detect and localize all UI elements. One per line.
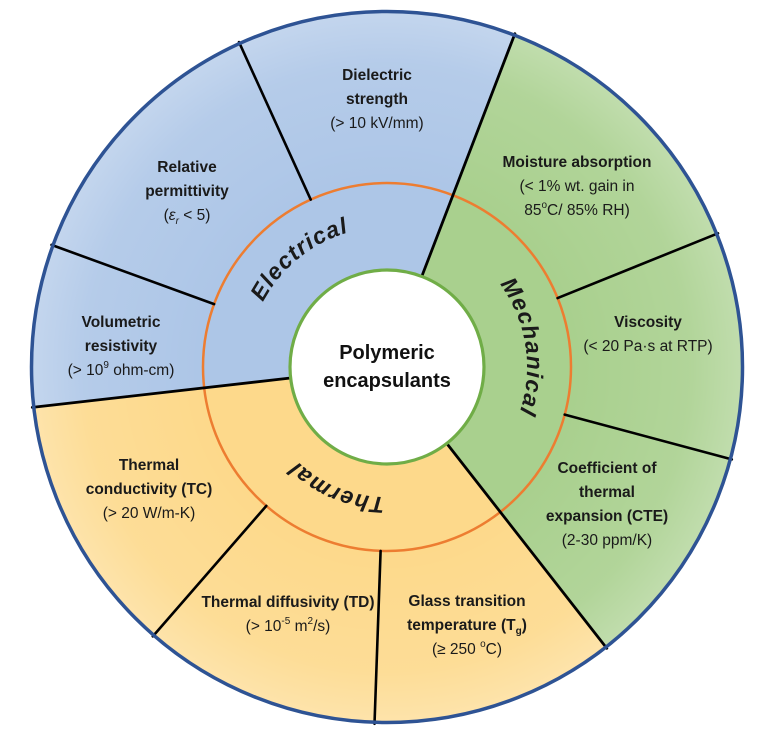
segment-name-line: Thermal xyxy=(118,457,180,474)
center-hub-circle xyxy=(288,268,486,466)
segment-value-line: (< 1% wt. gain in xyxy=(519,178,635,195)
segment-name-line: temperature (Tg) xyxy=(407,617,527,638)
outer-rim-circle xyxy=(29,9,745,725)
segment-value-line: (2-30 ppm/K) xyxy=(561,532,653,549)
segment-name-line: Thermal diffusivity (TD) xyxy=(201,594,375,611)
segment-label-volumetric-resistivity: Volumetric resistivity (> 109 ohm-cm) xyxy=(68,311,175,383)
segment-name-line: expansion (CTE) xyxy=(545,508,669,525)
segment-value-line: (> 10 kV/mm) xyxy=(330,115,424,132)
diagram-title: Polymeric encapsulants xyxy=(323,339,451,395)
boundary-mechanical-thermal xyxy=(445,441,609,650)
segment-name-line: Dielectric xyxy=(342,67,412,84)
segment-value-line: (> 20 W/m-K) xyxy=(102,505,196,522)
segment-value-line: (εr < 5) xyxy=(163,207,211,228)
diagram-title-line2: encapsulants xyxy=(323,370,451,392)
segment-label-dielectric-strength: Dielectric strength (> 10 kV/mm) xyxy=(330,64,423,136)
divider-permittivity-dielectric xyxy=(237,40,313,201)
segment-name-line: Glass transition xyxy=(408,593,526,610)
segment-name-line: conductivity (TC) xyxy=(85,481,213,498)
orange-ring-circle xyxy=(201,181,573,553)
segment-value-line: (< 20 Pa·s at RTP) xyxy=(583,338,713,355)
segment-name-line: resistivity xyxy=(84,338,158,355)
segment-name-line: Volumetric xyxy=(81,314,161,331)
segment-name-line: permittivity xyxy=(145,183,229,200)
segment-label-viscosity: Viscosity (< 20 Pa·s at RTP) xyxy=(583,311,712,359)
segment-label-glass-transition: Glass transition temperature (Tg) (≥ 250… xyxy=(407,590,527,662)
segment-name-line: Viscosity xyxy=(614,314,682,331)
segment-label-relative-permittivity: Relative permittivity (εr < 5) xyxy=(145,156,229,228)
boundary-thermal-electrical xyxy=(30,376,293,409)
category-boundary-lines xyxy=(30,32,609,650)
diagram-title-line1: Polymeric xyxy=(339,342,435,364)
divider-glass-diffusivity xyxy=(373,549,382,726)
segment-name-line: Relative xyxy=(157,159,217,176)
segment-value-line: (> 109 ohm-cm) xyxy=(67,359,175,379)
segment-name-line: strength xyxy=(345,91,408,108)
segment-label-thermal-conductivity: Thermal conductivity (TC) (> 20 W/m-K) xyxy=(86,454,213,526)
segment-value-line: (≥ 250 oC) xyxy=(431,638,503,658)
divider-volumetric-permittivity xyxy=(50,243,216,306)
divider-diffusivity-conductivity xyxy=(151,504,268,638)
segment-label-thermal-diffusivity: Thermal diffusivity (TD) (> 10-5 m2/s) xyxy=(201,591,374,639)
segment-value-line: (> 10-5 m2/s) xyxy=(245,615,331,635)
segment-divider-lines xyxy=(50,40,734,726)
divider-moisture-viscosity xyxy=(556,232,720,300)
segment-name-line: Coefficient of xyxy=(557,460,657,477)
segment-label-moisture-absorption: Moisture absorption (< 1% wt. gain in 85… xyxy=(503,151,652,223)
segment-name-line: thermal xyxy=(578,484,635,501)
segment-label-cte: Coefficient of thermal expansion (CTE) (… xyxy=(546,457,668,553)
segment-value-line: 85oC/ 85% RH) xyxy=(524,199,630,219)
segment-name-line: Moisture absorption xyxy=(502,154,652,171)
boundary-electrical-mechanical xyxy=(420,32,517,278)
divider-viscosity-cte xyxy=(563,413,734,461)
